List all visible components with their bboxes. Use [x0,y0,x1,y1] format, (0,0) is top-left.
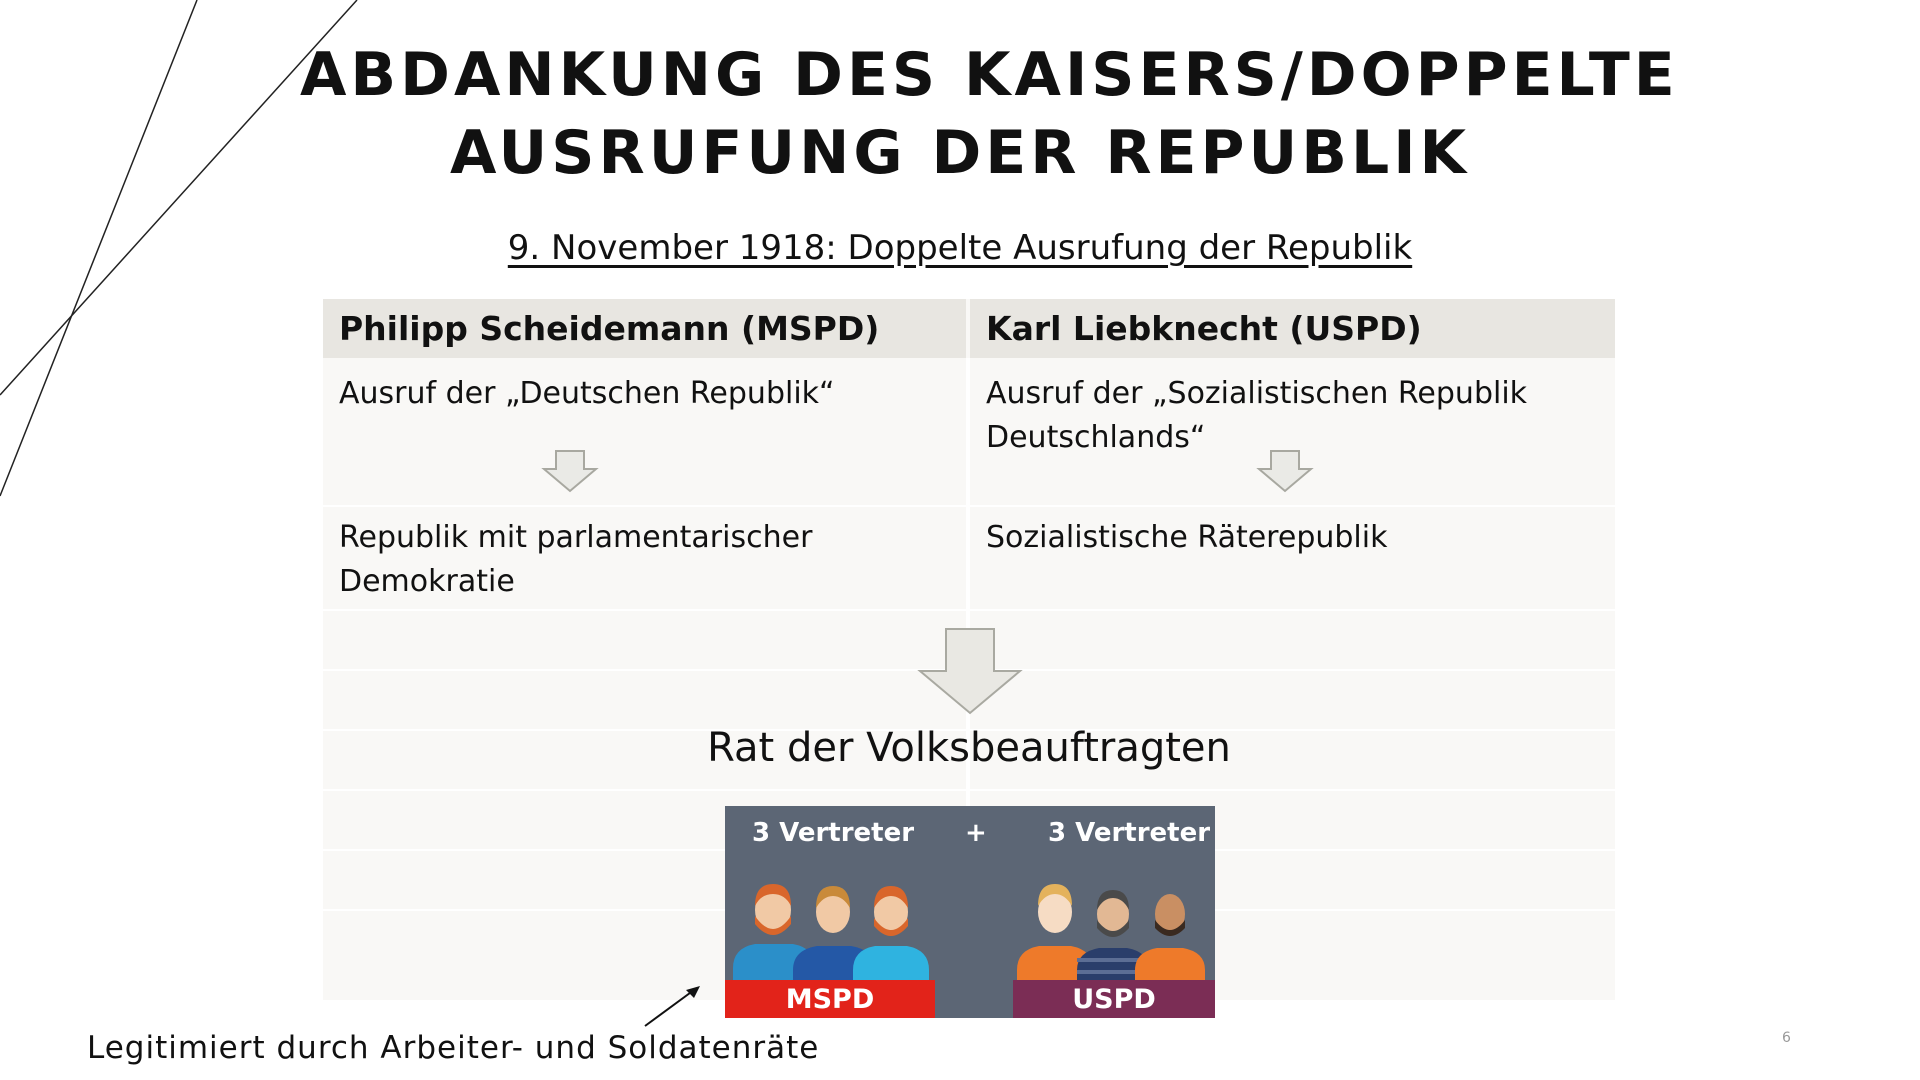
council-composition-graphic: 3 Vertreter + 3 Vertreter [725,806,1215,1018]
row-divider [323,505,1615,507]
person-icon [853,886,929,982]
left-result-line-1: Republik mit parlamentarischer [339,520,813,555]
person-icon [1017,884,1093,982]
small-arrow-down-icon [541,450,599,493]
uspd-representatives-label: 3 Vertreter [1048,818,1211,848]
slide-title-line-2: AUSRUFUNG DER REPUBLIK [449,118,1471,188]
slide-title-line-1: ABDANKUNG DES KAISERS/DOPPELTE [300,40,1679,110]
left-proclamation-line-1: Ausruf der „Deutschen Republik“ [339,376,835,411]
right-result: Sozialistische Räterepublik [986,516,1387,560]
right-proclamation-line-1: Ausruf der „Sozialistischen Republik [986,376,1528,411]
left-result: Republik mit parlamentarischer Demokrati… [339,516,812,604]
big-arrow-down-icon [917,628,1023,715]
slide-subtitle: 9. November 1918: Doppelte Ausrufung der… [507,228,1413,268]
right-proclamation-line-2: Deutschlands“ [986,420,1206,455]
person-icon [1077,890,1149,982]
plus-sign: + [965,818,987,848]
representatives-illustration [733,884,1205,982]
uspd-party-bar: USPD [1013,980,1215,1018]
page-number: 6 [1782,1030,1791,1046]
slide-title: ABDANKUNG DES KAISERS/DOPPELTE AUSRUFUNG… [300,36,1679,192]
header-scheidemann: Philipp Scheidemann (MSPD) [323,299,966,358]
person-icon [1135,894,1205,982]
decorative-lines [0,0,358,497]
council-title: Rat der Volksbeauftragten [707,725,1231,771]
footnote: Legitimiert durch Arbeiter- und Soldaten… [87,1030,820,1066]
mspd-party-bar: MSPD [725,980,935,1018]
right-proclamation: Ausruf der „Sozialistischen Republik Deu… [986,372,1527,460]
comparison-table: Philipp Scheidemann (MSPD) Karl Liebknec… [323,299,1615,1000]
small-arrow-down-icon [1256,450,1314,493]
mspd-representatives-label: 3 Vertreter [752,818,915,848]
right-result-line-1: Sozialistische Räterepublik [986,520,1388,555]
row-divider [323,609,1615,611]
left-proclamation: Ausruf der „Deutschen Republik“ [339,372,835,416]
row-divider [323,789,1615,791]
left-result-line-2: Demokratie [339,564,515,599]
row-divider [323,729,1615,731]
header-liebknecht: Karl Liebknecht (USPD) [970,299,1615,358]
